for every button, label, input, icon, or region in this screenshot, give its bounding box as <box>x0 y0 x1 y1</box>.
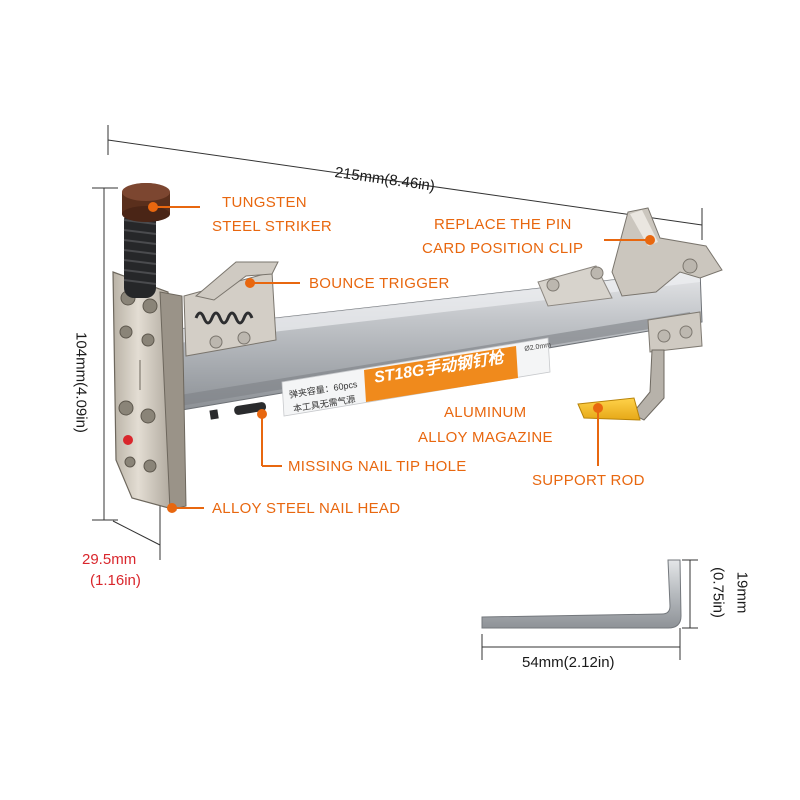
dimension-wrench-height-in: (0.75in) <box>709 567 727 618</box>
callout-dots <box>148 202 655 513</box>
callout-clip-line-1: REPLACE THE PIN <box>434 216 572 233</box>
callout-missing-nail: MISSING NAIL TIP HOLE <box>288 458 467 475</box>
dimension-lines <box>92 125 703 660</box>
bounce-trigger-shape <box>183 261 279 357</box>
callout-clip-line-2: CARD POSITION CLIP <box>422 240 584 257</box>
callout-striker-line-1: TUNGSTEN <box>222 194 307 211</box>
dimension-nose-in: (1.16in) <box>90 572 141 589</box>
hex-wrench-shape <box>481 559 682 629</box>
callout-nail-head: ALLOY STEEL NAIL HEAD <box>212 500 401 517</box>
tool-head <box>112 271 187 511</box>
callout-leaders <box>153 206 650 509</box>
position-clip <box>537 207 723 307</box>
dimension-height: 104mm(4.09in) <box>72 332 90 433</box>
dimension-wrench-length: 54mm(2.12in) <box>522 654 615 671</box>
callout-bounce-trigger: BOUNCE TRIGGER <box>309 275 450 292</box>
dimension-wrench-height-mm: 19mm <box>733 571 751 614</box>
callout-magazine-line-2: ALLOY MAGAZINE <box>418 429 553 446</box>
support-rod-shape <box>577 311 703 421</box>
dimension-nose-mm: 29.5mm <box>82 551 137 568</box>
callout-striker-line-2: STEEL STRIKER <box>212 218 333 235</box>
callout-magazine-line-1: ALUMINUM <box>444 404 527 421</box>
striker-shape <box>122 183 170 298</box>
callout-support-rod: SUPPORT ROD <box>532 472 645 489</box>
